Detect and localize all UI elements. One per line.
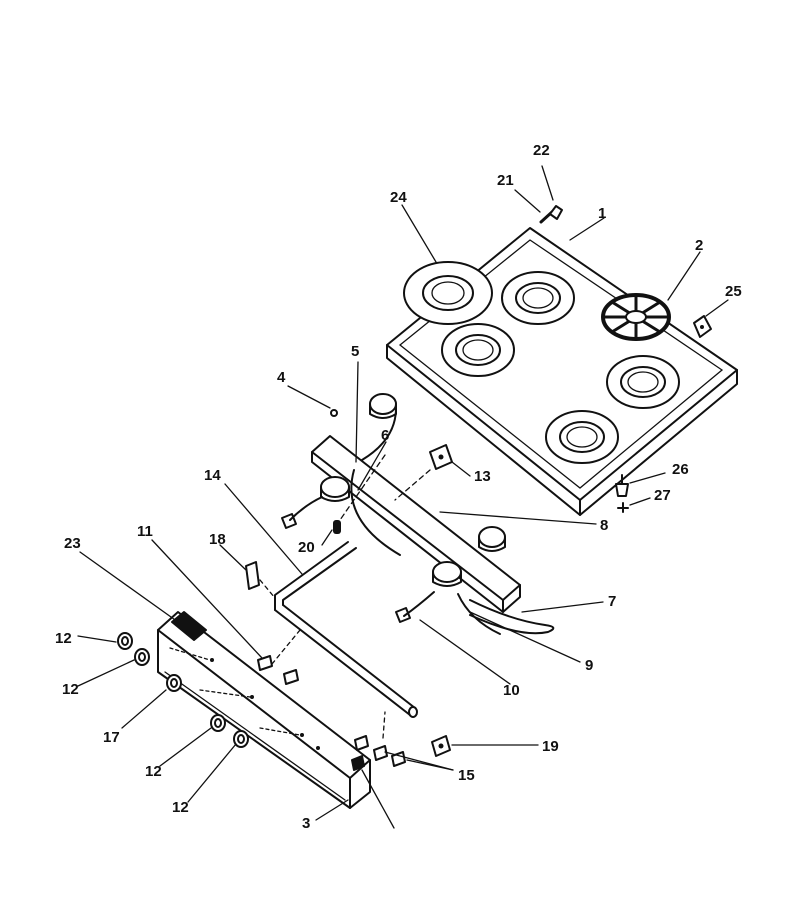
control-knob	[233, 730, 249, 748]
burner-grate	[601, 293, 671, 341]
clip-22	[549, 205, 563, 220]
callout-14: 14	[204, 467, 221, 484]
callout-7: 7	[608, 593, 616, 610]
callout-21: 21	[497, 172, 514, 189]
burner-valve-rear-right	[478, 526, 506, 552]
callout-12: 12	[145, 763, 162, 780]
gas-manifold	[311, 435, 521, 613]
callout-3: 3	[302, 815, 310, 832]
leveling-leg	[615, 474, 629, 513]
callout-12: 12	[172, 799, 189, 816]
callout-19: 19	[542, 738, 559, 755]
manifold-pipe	[274, 541, 418, 718]
callout-labels: 1 2 3 4 5 6 7 8 9 10 11 12 12 12 12 13 1…	[55, 142, 742, 832]
clip-11	[257, 629, 301, 685]
callout-6: 6	[381, 427, 389, 444]
callout-23: 23	[64, 535, 81, 552]
bracket-25	[693, 315, 712, 338]
callout-24: 24	[390, 189, 407, 206]
callout-15: 15	[458, 767, 475, 784]
burner-valve-front-left	[281, 476, 350, 529]
callout-11: 11	[137, 523, 153, 540]
callout-1: 1	[598, 205, 606, 222]
control-knob	[117, 632, 133, 650]
callout-10: 10	[503, 682, 520, 699]
spring-20	[333, 520, 341, 534]
drip-pan	[403, 261, 493, 325]
control-knob	[166, 674, 182, 692]
callout-12: 12	[62, 681, 79, 698]
bracket-18	[245, 561, 276, 599]
control-panel	[157, 611, 371, 809]
callout-20: 20	[298, 539, 315, 556]
control-knob	[210, 714, 226, 732]
burner-ring-front-left	[441, 323, 515, 377]
callout-5: 5	[351, 343, 359, 360]
callout-27: 27	[654, 487, 671, 504]
callout-26: 26	[672, 461, 689, 478]
callout-25: 25	[725, 283, 742, 300]
callout-4: 4	[277, 369, 286, 386]
burner-valve-front-right	[395, 561, 501, 635]
control-panel-grille	[171, 611, 207, 641]
burner-ring-back-right	[606, 355, 680, 409]
igniter-wire	[339, 454, 401, 556]
bracket-13	[394, 444, 453, 501]
clip-15	[351, 711, 406, 771]
burner-ring-front-right	[545, 410, 619, 464]
callout-13: 13	[474, 468, 491, 485]
callout-17: 17	[103, 729, 120, 746]
burner-valve-rear-left	[361, 393, 397, 461]
callout-22: 22	[533, 142, 550, 159]
callout-18: 18	[209, 531, 226, 548]
control-panel-screws	[169, 647, 320, 750]
callout-12: 12	[55, 630, 72, 647]
burner-ring-back-left	[501, 271, 575, 325]
control-knob	[134, 648, 150, 666]
callout-8: 8	[600, 517, 608, 534]
screw-4	[330, 409, 338, 417]
bracket-19	[431, 735, 451, 757]
callout-9: 9	[585, 657, 593, 674]
leader-lines	[77, 165, 729, 829]
callout-2: 2	[695, 237, 703, 254]
